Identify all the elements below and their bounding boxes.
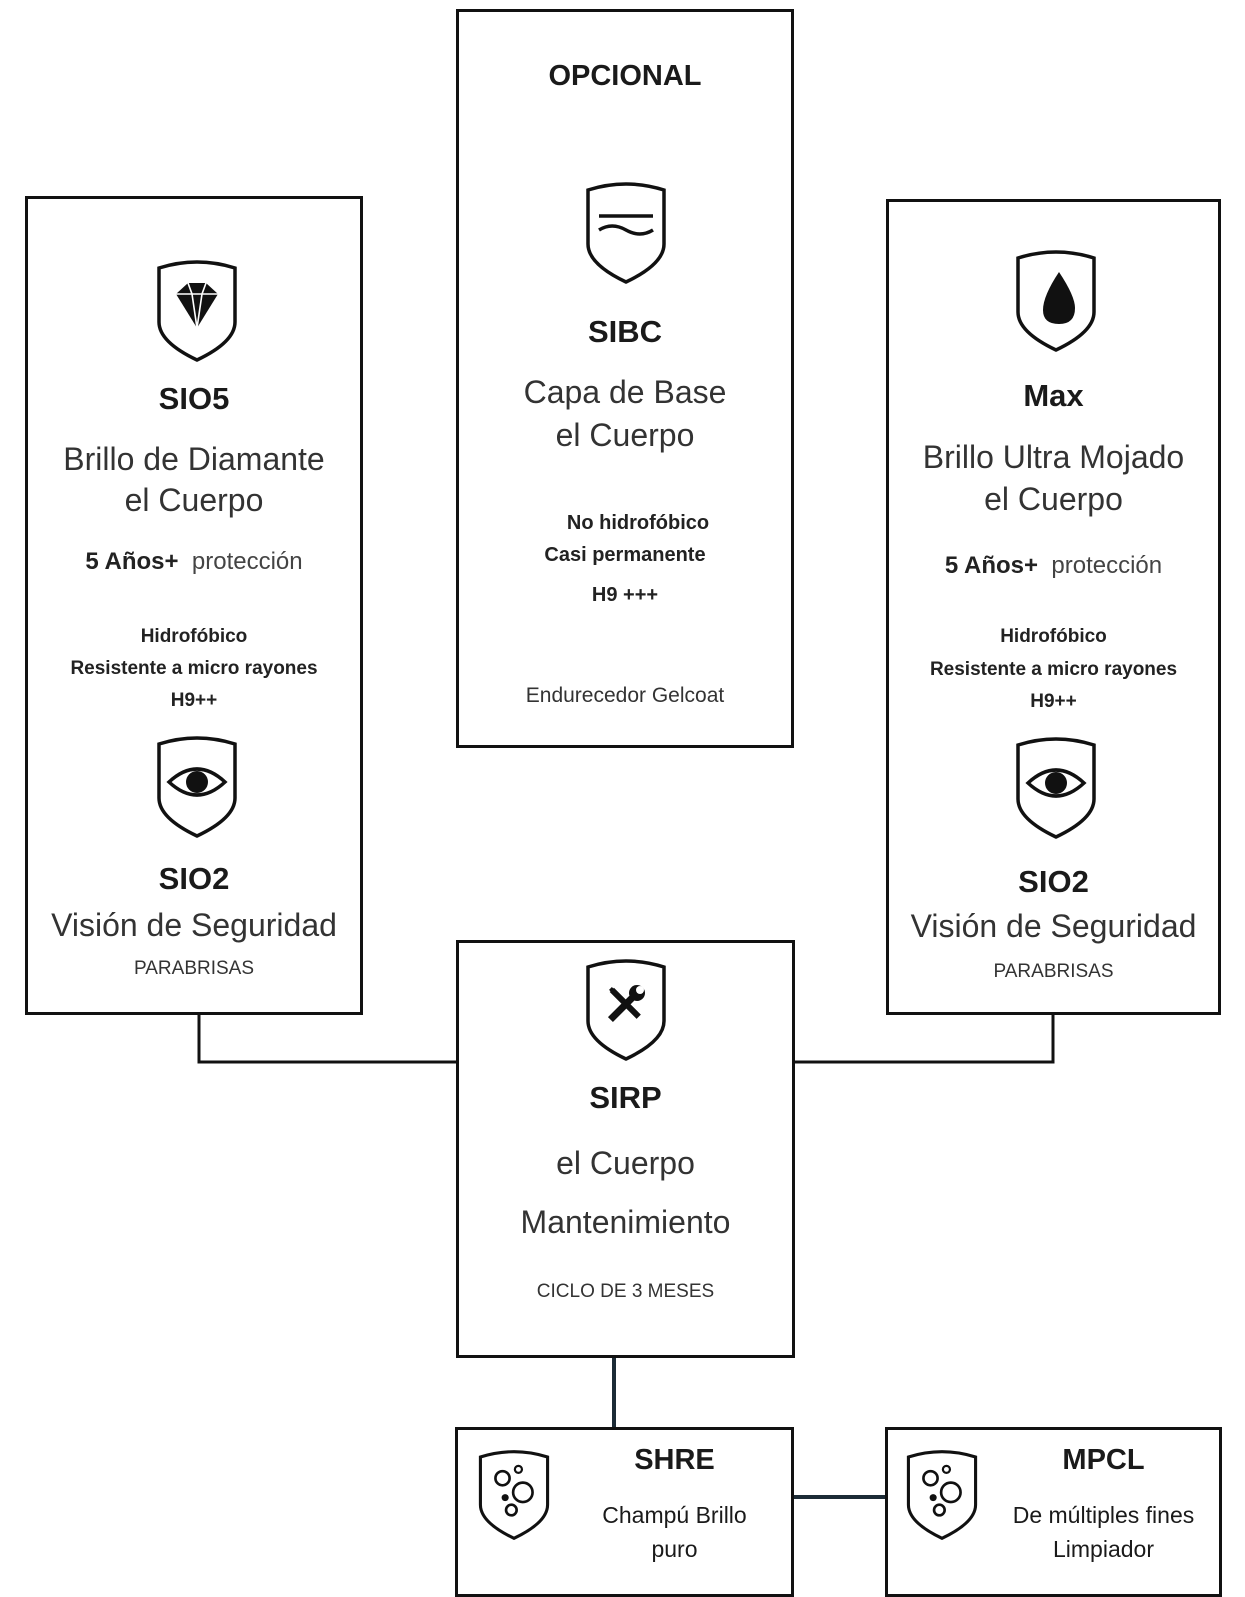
maintenance-card-sirp: SIRP el Cuerpo Mantenimiento CICLO DE 3 … bbox=[456, 940, 795, 1358]
protection-years: 5 Años+ bbox=[85, 548, 179, 575]
product-code: MPCL bbox=[1062, 1444, 1145, 1476]
product-title-line1: el Cuerpo bbox=[556, 1145, 695, 1181]
sub-product-code: SIO2 bbox=[158, 861, 230, 896]
optional-header: OPCIONAL bbox=[548, 60, 702, 92]
eye-shield-icon bbox=[157, 736, 237, 838]
product-line1: Champú Brillo bbox=[602, 1502, 747, 1528]
product-code: Max bbox=[1023, 378, 1084, 413]
product-line2: puro bbox=[651, 1536, 698, 1562]
connector-left-to-maintenance bbox=[197, 1014, 458, 1064]
product-title-line1: Capa de Base bbox=[523, 374, 727, 410]
bubbles-shield-icon bbox=[478, 1450, 550, 1541]
product-title-line1: Brillo Ultra Mojado bbox=[922, 439, 1185, 475]
diamond-shield-icon bbox=[157, 260, 237, 362]
product-title-line2: Mantenimiento bbox=[520, 1204, 731, 1240]
protection-years: 5 Años+ bbox=[944, 552, 1039, 579]
connector-right-to-maintenance bbox=[794, 1014, 1055, 1064]
protection-label: protección bbox=[1051, 552, 1163, 579]
protection-text: 5 Años+ protección bbox=[889, 552, 1218, 580]
maintenance-cycle-note: CICLO DE 3 MESES bbox=[536, 1281, 715, 1302]
water-drop-shield-icon bbox=[1016, 250, 1096, 352]
product-card-mpcl: MPCL De múltiples fines Limpiador bbox=[885, 1427, 1222, 1597]
sub-product-note: PARABRISAS bbox=[133, 958, 255, 979]
product-code: SIBC bbox=[587, 314, 663, 349]
protection-text: 5 Años+ protección bbox=[28, 548, 360, 576]
feature-semi-permanent: Casi permanente bbox=[544, 544, 706, 566]
feature-hardness: H9++ bbox=[1030, 691, 1077, 712]
product-title-line2: el Cuerpo bbox=[984, 481, 1123, 517]
product-code: SIO5 bbox=[158, 381, 230, 416]
sub-product-title: Visión de Seguridad bbox=[910, 908, 1197, 944]
sub-product-code: SIO2 bbox=[1018, 864, 1089, 899]
product-line1: De múltiples fines bbox=[1012, 1502, 1195, 1528]
feature-hardness: H9 +++ bbox=[591, 584, 659, 606]
product-title-line2: el Cuerpo bbox=[124, 482, 264, 518]
protection-label: protección bbox=[191, 548, 303, 575]
feature-hydrophobic: Hidrofóbico bbox=[140, 626, 248, 647]
bubbles-shield-icon bbox=[906, 1450, 978, 1541]
feature-scratch-resistant: Resistente a micro rayones bbox=[70, 658, 318, 679]
feature-hardness: H9++ bbox=[170, 690, 218, 711]
waves-shield-icon bbox=[586, 182, 666, 284]
product-title-line1: Brillo de Diamante bbox=[63, 441, 325, 477]
product-line2: Limpiador bbox=[1053, 1536, 1154, 1562]
sub-product-note: PARABRISAS bbox=[993, 961, 1114, 982]
product-code: SIRP bbox=[589, 1080, 662, 1115]
product-note: Endurecedor Gelcoat bbox=[525, 684, 725, 707]
product-card-max: Max Brillo Ultra Mojado el Cuerpo 5 Años… bbox=[886, 199, 1221, 1015]
product-code: SHRE bbox=[634, 1444, 715, 1476]
product-card-sibc: OPCIONAL SIBC Capa de Base el Cuerpo No … bbox=[456, 9, 794, 748]
tools-shield-icon bbox=[586, 959, 666, 1061]
sub-product-title: Visión de Seguridad bbox=[51, 907, 337, 943]
eye-shield-icon bbox=[1016, 737, 1096, 839]
product-title-line2: el Cuerpo bbox=[555, 417, 695, 453]
feature-scratch-resistant: Resistente a micro rayones bbox=[929, 659, 1178, 680]
feature-hydrophobic: Hidrofóbico bbox=[1000, 626, 1107, 647]
feature-non-hydrophobic: No hidrofóbico bbox=[566, 512, 710, 534]
product-card-sio5: SIO5 Brillo de Diamante el Cuerpo 5 Años… bbox=[25, 196, 363, 1015]
product-card-shre: SHRE Champú Brillo puro bbox=[455, 1427, 794, 1597]
